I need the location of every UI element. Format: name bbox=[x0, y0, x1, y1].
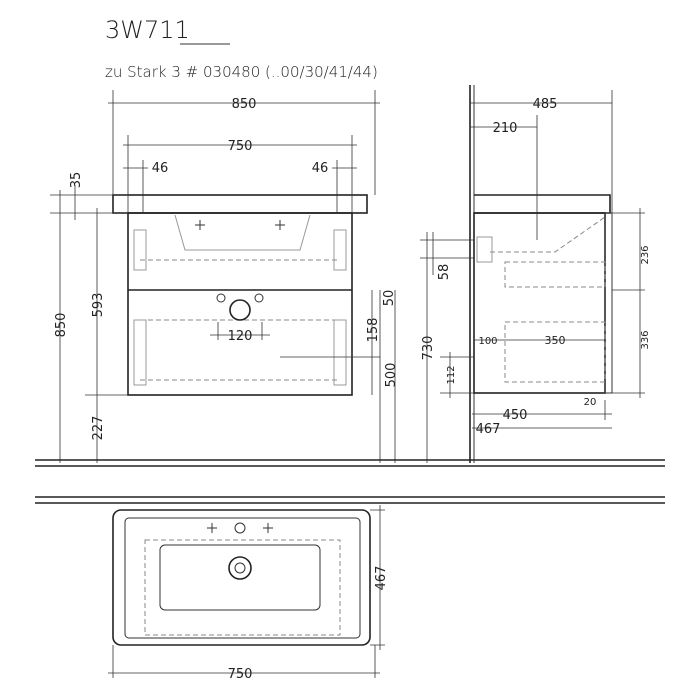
dim-467-side: 467 bbox=[476, 422, 501, 437]
dim-750-width: 750 bbox=[228, 139, 253, 154]
dim-46-right: 46 bbox=[312, 161, 329, 176]
dim-467-top: 467 bbox=[374, 566, 389, 591]
dim-35: 35 bbox=[69, 172, 84, 189]
dim-450: 450 bbox=[503, 408, 528, 423]
basin-outline bbox=[174, 214, 311, 251]
dim-58: 58 bbox=[437, 264, 452, 281]
front-panel bbox=[604, 212, 613, 394]
dim-120: 120 bbox=[228, 329, 253, 344]
dim-336: 336 bbox=[640, 330, 651, 349]
dim-500: 500 bbox=[384, 363, 399, 388]
dim-730: 730 bbox=[421, 336, 436, 361]
drawing-subtitle: zu Stark 3 # 030480 (..00/30/41/44) bbox=[105, 63, 378, 81]
dim-210: 210 bbox=[493, 121, 518, 136]
top-view: 467 750 bbox=[35, 496, 665, 682]
front-view: 850 750 46 46 35 850 593 227 50 158 500 … bbox=[50, 90, 399, 463]
dim-227: 227 bbox=[91, 416, 106, 441]
dim-158: 158 bbox=[366, 318, 381, 343]
sink-outline bbox=[112, 509, 371, 646]
dim-100: 100 bbox=[478, 336, 497, 347]
side-countertop bbox=[474, 194, 611, 214]
tap-hole bbox=[234, 522, 246, 534]
dim-850-height: 850 bbox=[54, 313, 69, 338]
dim-850-width: 850 bbox=[232, 97, 257, 112]
drain-circle bbox=[229, 299, 251, 321]
drain bbox=[228, 556, 252, 580]
dim-485: 485 bbox=[533, 97, 558, 112]
dim-350: 350 bbox=[545, 334, 566, 347]
dim-593: 593 bbox=[91, 293, 106, 318]
dim-50: 50 bbox=[382, 290, 397, 307]
dim-236: 236 bbox=[640, 245, 651, 264]
side-view: 485 210 58 730 112 100 350 236 336 20 45… bbox=[420, 85, 651, 463]
cabinet-body bbox=[127, 212, 353, 396]
floor-line bbox=[35, 459, 665, 467]
dim-750-top: 750 bbox=[228, 667, 253, 682]
dim-20: 20 bbox=[584, 397, 597, 408]
countertop bbox=[112, 194, 368, 214]
dim-112: 112 bbox=[446, 365, 457, 384]
dim-46-left: 46 bbox=[152, 161, 169, 176]
drawing-title: 3W711 bbox=[105, 16, 190, 44]
side-cabinet bbox=[473, 212, 606, 394]
basin bbox=[159, 544, 321, 611]
